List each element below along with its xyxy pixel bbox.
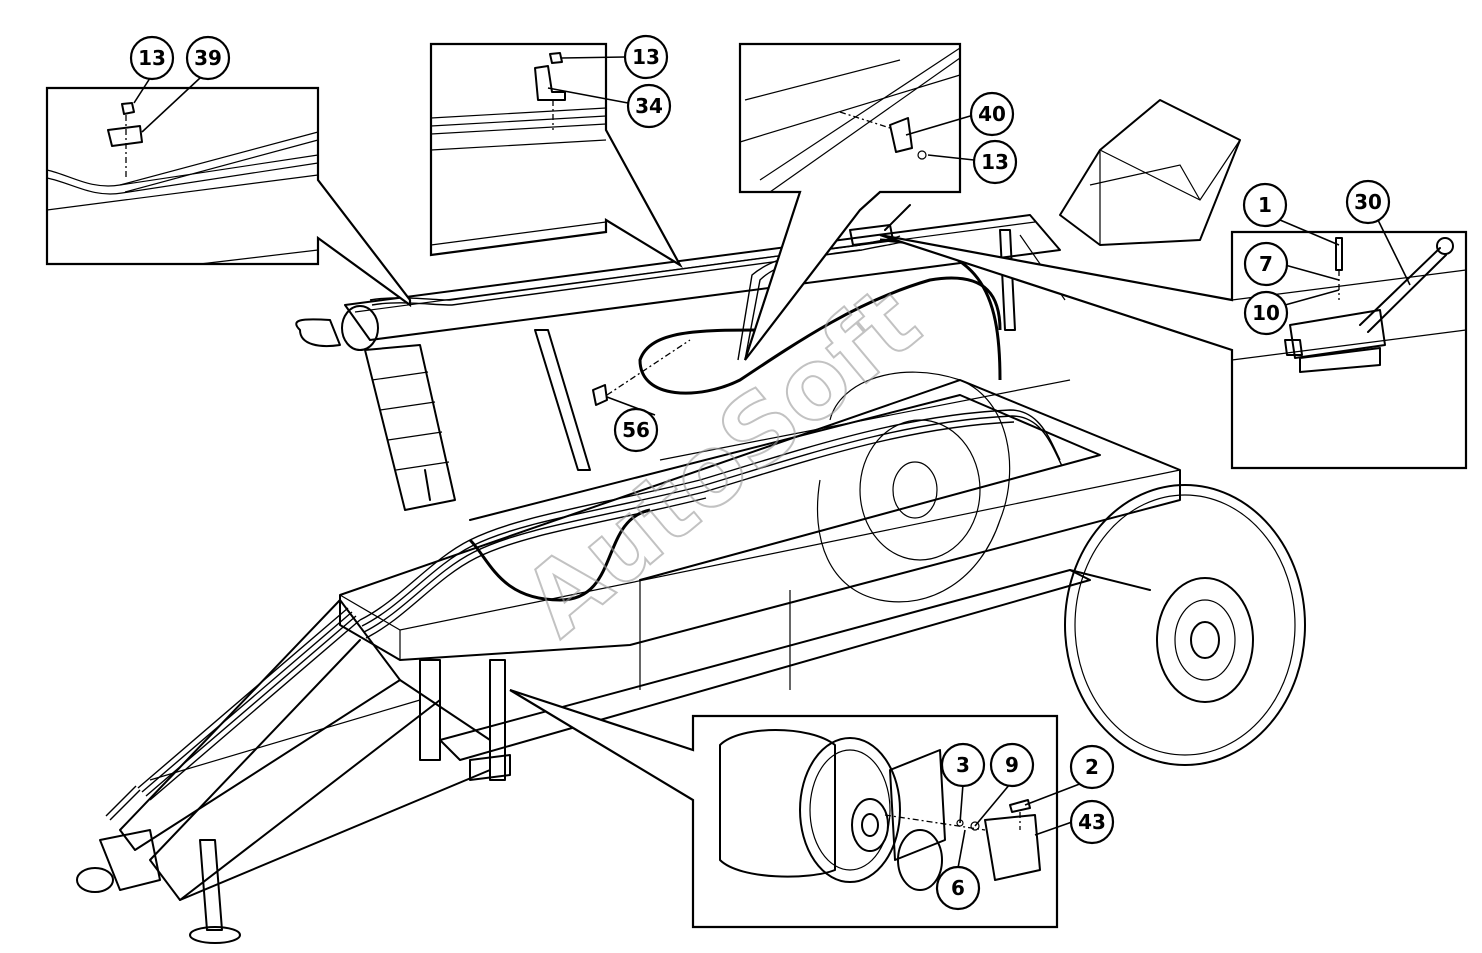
callout-label: 1	[1258, 193, 1272, 217]
detail-inset-hose-clamp-left	[45, 86, 412, 308]
callout-1: 1	[1242, 182, 1288, 228]
callout-6: 6	[935, 865, 981, 911]
callout-7: 7	[1243, 241, 1289, 287]
frame-hoses	[359, 409, 1063, 639]
callout-10: 10	[1243, 290, 1289, 336]
callout-label: 7	[1259, 252, 1273, 276]
callout-13-top-right: 13	[972, 139, 1018, 185]
callout-30: 30	[1345, 179, 1391, 225]
callout-label: 2	[1085, 755, 1099, 779]
callout-9: 9	[989, 742, 1035, 788]
callout-label: 34	[635, 94, 663, 118]
callout-13-top-left: 13	[129, 35, 175, 81]
callout-label: 6	[951, 876, 965, 900]
wheel	[1064, 484, 1306, 766]
callout-56: 56	[613, 407, 659, 453]
callout-label: 39	[194, 46, 222, 70]
callout-label: 3	[956, 753, 970, 777]
detail-inset-bracket	[738, 42, 962, 361]
callout-34: 34	[626, 83, 672, 129]
callout-40: 40	[969, 91, 1015, 137]
detail-inset-fan-motor	[509, 688, 1059, 929]
detail-inset-hose-clamp-middle	[429, 42, 683, 269]
callout-3: 3	[940, 742, 986, 788]
hitch-tongue	[76, 599, 491, 944]
main-frame	[339, 379, 1181, 761]
callout-label: 13	[138, 46, 166, 70]
callout-2: 2	[1069, 744, 1115, 790]
callout-label: 10	[1252, 301, 1280, 325]
callout-label: 30	[1354, 190, 1382, 214]
callout-label: 40	[978, 102, 1006, 126]
callout-label: 13	[981, 150, 1009, 174]
callout-43: 43	[1069, 799, 1115, 845]
callout-label: 9	[1005, 753, 1019, 777]
callout-13-top-middle: 13	[623, 34, 669, 80]
fan-housing	[816, 371, 1011, 603]
hydraulic-cylinder	[364, 344, 456, 511]
callout-label: 13	[632, 45, 660, 69]
callout-39: 39	[185, 35, 231, 81]
callout-label: 56	[622, 418, 650, 442]
callout-label: 43	[1078, 810, 1106, 834]
